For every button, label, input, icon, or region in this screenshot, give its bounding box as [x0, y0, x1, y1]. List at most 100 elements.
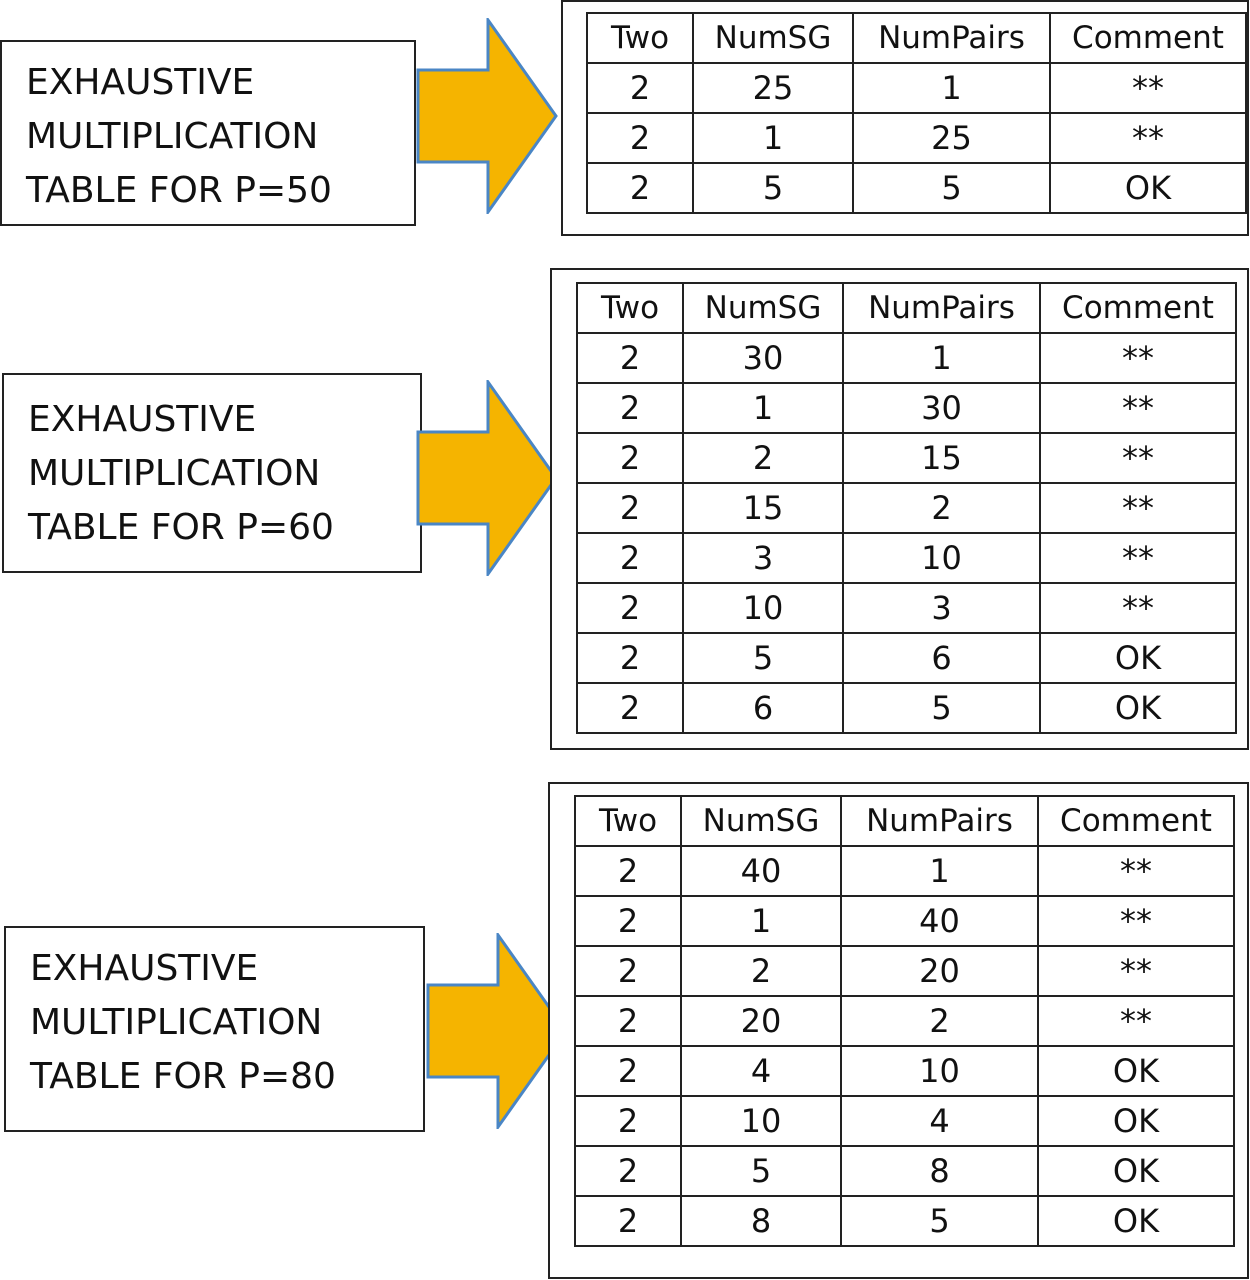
cell-two: 2 [574, 1195, 682, 1247]
cell-numsg: 5 [692, 162, 854, 214]
cell-numsg: 3 [682, 532, 844, 584]
cell-two: 2 [574, 895, 682, 947]
header-row: Two NumSG NumPairs Comment [574, 795, 1235, 847]
cell-numpairs: 5 [842, 682, 1041, 734]
col-header-comment: Comment [1037, 795, 1235, 847]
cell-comment: ** [1037, 945, 1235, 997]
label-line: MULTIPLICATION [30, 1002, 323, 1043]
cell-two: 2 [576, 432, 684, 484]
cell-comment: OK [1049, 162, 1247, 214]
cell-numsg: 1 [680, 895, 842, 947]
cell-numpairs: 8 [840, 1145, 1039, 1197]
cell-numpairs: 40 [840, 895, 1039, 947]
cell-numsg: 1 [682, 382, 844, 434]
cell-comment: ** [1039, 482, 1237, 534]
cell-comment: ** [1039, 582, 1237, 634]
label-line: MULTIPLICATION [26, 116, 319, 157]
right-arrow-icon [426, 933, 568, 1129]
cell-two: 2 [576, 532, 684, 584]
cell-numpairs: 30 [842, 382, 1041, 434]
cell-numpairs: 25 [852, 112, 1051, 164]
label-line: TABLE FOR P=80 [30, 1056, 336, 1097]
cell-numpairs: 1 [852, 62, 1051, 114]
cell-comment: ** [1039, 332, 1237, 384]
cell-numpairs: 5 [840, 1195, 1039, 1247]
cell-numsg: 10 [682, 582, 844, 634]
cell-comment: OK [1039, 682, 1237, 734]
cell-numsg: 40 [680, 845, 842, 897]
label-box: EXHAUSTIVE MULTIPLICATION TABLE FOR P=60 [2, 373, 422, 573]
cell-comment: OK [1037, 1095, 1235, 1147]
cell-comment: OK [1037, 1045, 1235, 1097]
cell-numpairs: 15 [842, 432, 1041, 484]
cell-two: 2 [574, 945, 682, 997]
cell-numpairs: 1 [840, 845, 1039, 897]
col-header-two: Two [586, 12, 694, 64]
cell-comment: ** [1049, 112, 1247, 164]
label-box: EXHAUSTIVE MULTIPLICATION TABLE FOR P=80 [4, 926, 425, 1132]
cell-two: 2 [574, 1045, 682, 1097]
label-box: EXHAUSTIVE MULTIPLICATION TABLE FOR P=50 [0, 40, 416, 226]
col-header-numpairs: NumPairs [842, 282, 1041, 334]
label-line: EXHAUSTIVE [30, 948, 259, 989]
cell-numsg: 10 [680, 1095, 842, 1147]
cell-comment: ** [1049, 62, 1247, 114]
col-header-comment: Comment [1039, 282, 1237, 334]
cell-two: 2 [576, 482, 684, 534]
cell-numsg: 25 [692, 62, 854, 114]
cell-two: 2 [576, 582, 684, 634]
cell-numsg: 5 [680, 1145, 842, 1197]
cell-comment: ** [1037, 845, 1235, 897]
col-header-numpairs: NumPairs [852, 12, 1051, 64]
cell-two: 2 [574, 845, 682, 897]
cell-two: 2 [574, 1145, 682, 1197]
label-line: MULTIPLICATION [28, 453, 321, 494]
cell-numpairs: 1 [842, 332, 1041, 384]
cell-numsg: 2 [680, 945, 842, 997]
header-row: Two NumSG NumPairs Comment [586, 12, 1247, 64]
cell-two: 2 [574, 995, 682, 1047]
cell-comment: OK [1037, 1145, 1235, 1197]
cell-two: 2 [576, 332, 684, 384]
cell-numsg: 4 [680, 1045, 842, 1097]
cell-numpairs: 6 [842, 632, 1041, 684]
cell-numsg: 5 [682, 632, 844, 684]
cell-numsg: 2 [682, 432, 844, 484]
cell-numsg: 15 [682, 482, 844, 534]
right-arrow-icon [416, 18, 558, 214]
cell-comment: OK [1037, 1195, 1235, 1247]
cell-numsg: 30 [682, 332, 844, 384]
cell-numpairs: 5 [852, 162, 1051, 214]
col-header-numsg: NumSG [692, 12, 854, 64]
cell-numpairs: 10 [842, 532, 1041, 584]
col-header-two: Two [576, 282, 684, 334]
cell-numpairs: 10 [840, 1045, 1039, 1097]
cell-numpairs: 3 [842, 582, 1041, 634]
cell-comment: ** [1037, 995, 1235, 1047]
cell-comment: ** [1039, 532, 1237, 584]
cell-two: 2 [586, 162, 694, 214]
cell-two: 2 [586, 112, 694, 164]
col-header-numsg: NumSG [680, 795, 842, 847]
label-line: EXHAUSTIVE [26, 62, 255, 103]
